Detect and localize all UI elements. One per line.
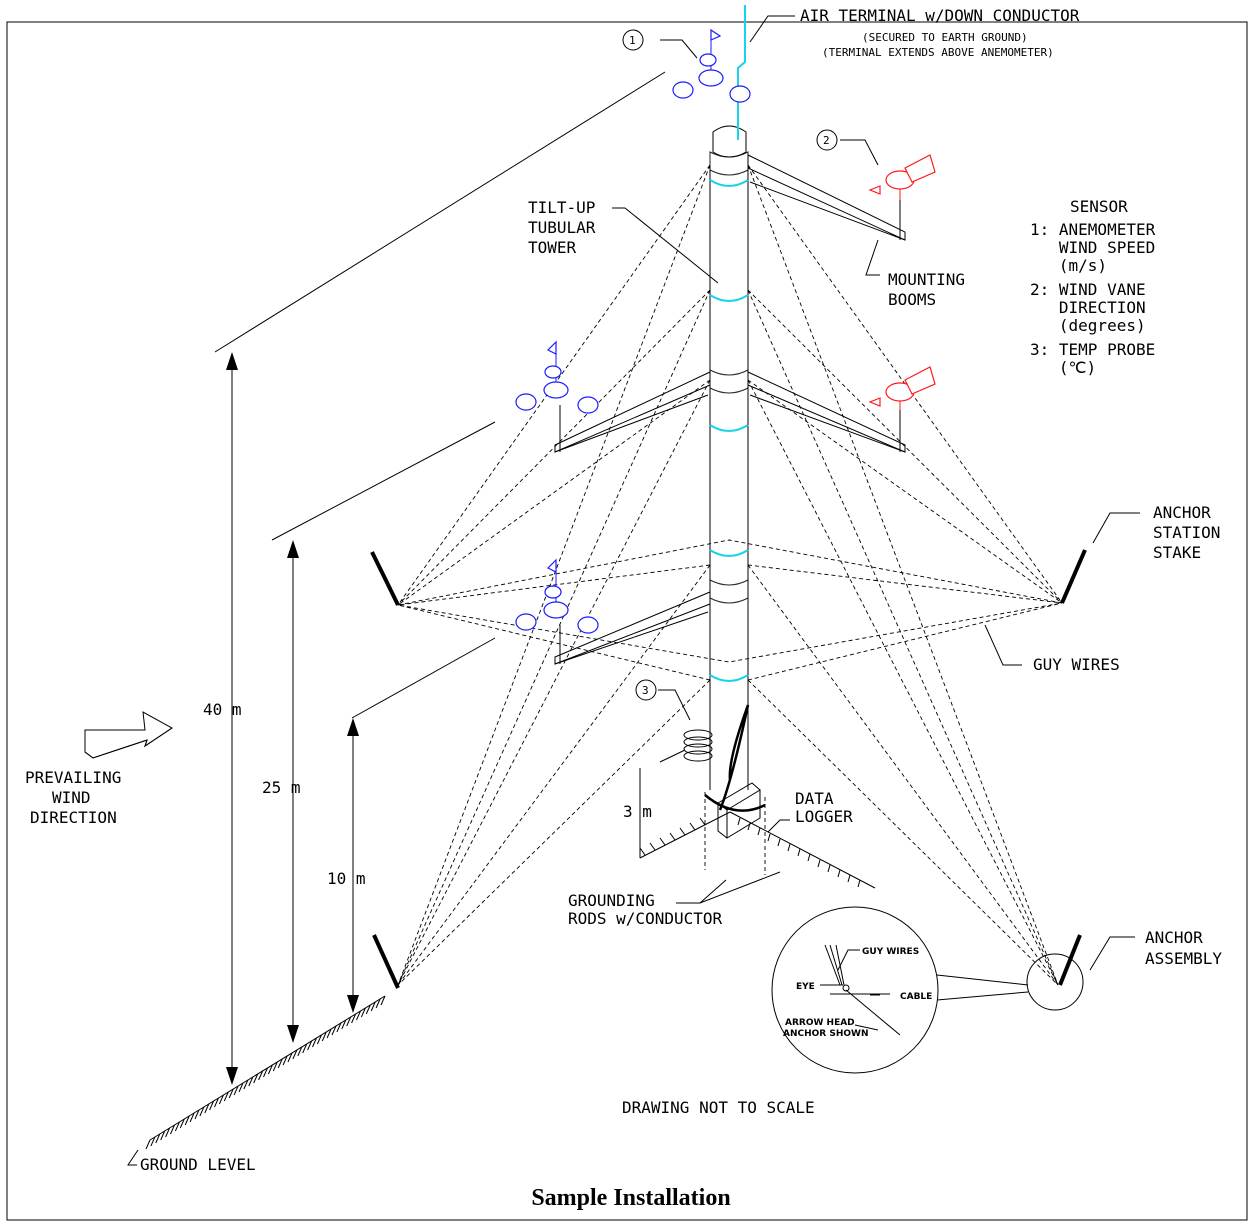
legend-line: 3: TEMP PROBE (1030, 340, 1155, 359)
callout-markers (622, 29, 838, 701)
tilt-up-tower (709, 125, 749, 790)
data-logger (717, 782, 761, 839)
wind-vane-mid (868, 366, 936, 410)
detail-arrow-2: ANCHOR SHOWN (783, 1029, 868, 1039)
air-terminal-note-2: (TERMINAL EXTENDS ABOVE ANEMOMETER) (822, 46, 1054, 59)
wind-vane-top (868, 154, 936, 200)
legend-line: (℃) (1030, 358, 1096, 377)
detail-cable: CABLE (900, 992, 932, 1002)
air-terminal-label: AIR TERMINAL w/DOWN CONDUCTOR (800, 6, 1080, 25)
callout-3: 3 (642, 684, 649, 697)
grounding-label-2: RODS w/CONDUCTOR (568, 909, 722, 928)
figure-title: Sample Installation (531, 1185, 730, 1211)
tower-label-1: TILT-UP (528, 198, 595, 217)
guy-wires-label: GUY WIRES (1033, 655, 1120, 674)
tower-label-2: TUBULAR (528, 218, 596, 237)
dimension-25m: 25 m (262, 778, 301, 797)
wind-arrow-icon (84, 711, 173, 759)
callout-2: 2 (823, 134, 830, 147)
anchor-station-label-1: ANCHOR (1153, 503, 1211, 522)
leaders (127, 15, 1140, 1166)
dimension-40m: 40 m (203, 700, 242, 719)
anemometer-mid (515, 340, 599, 414)
detail-guy-wires: GUY WIRES (862, 947, 919, 957)
anemometer-low (515, 558, 599, 634)
booms-label-1: MOUNTING (888, 270, 965, 289)
legend-line: DIRECTION (1030, 298, 1146, 317)
legend-line: (m/s) (1030, 256, 1107, 275)
anemometer-top (672, 28, 751, 103)
detail-circle (771, 906, 939, 1074)
not-to-scale-note: DRAWING NOT TO SCALE (622, 1098, 815, 1117)
anchor-assembly-circle (1026, 953, 1084, 1011)
legend-line: WIND SPEED (1030, 238, 1155, 257)
dimension-lines (214, 71, 686, 1080)
legend-line: (degrees) (1030, 316, 1146, 335)
air-terminal-note-1: (SECURED TO EARTH GROUND) (862, 31, 1028, 44)
temp-probe (683, 729, 713, 762)
hatch-local (639, 817, 861, 888)
anchor-stakes (370, 549, 1087, 989)
legend-line: 2: WIND VANE (1030, 280, 1146, 299)
legend-line: 1: ANEMOMETER (1030, 220, 1156, 239)
detail-arrow-1: ARROW HEAD (785, 1018, 855, 1028)
sensor-legend-title: SENSOR (1070, 197, 1128, 216)
prevailing-label-3: DIRECTION (30, 808, 117, 827)
sensor-legend: 1: ANEMOMETER WIND SPEED (m/s) 2: WIND V… (1030, 220, 1156, 377)
grounding-rods (704, 792, 766, 875)
anchor-station-label-2: STATION (1153, 523, 1220, 542)
ground-conductor (704, 794, 766, 812)
dimension-10m: 10 m (327, 869, 366, 888)
prevailing-label-1: PREVAILING (25, 768, 121, 787)
anchor-assembly-label-2: ASSEMBLY (1145, 949, 1222, 968)
tower-label-3: TOWER (528, 238, 577, 257)
grounding-label-1: GROUNDING (568, 891, 655, 910)
data-logger-label-1: DATA (795, 789, 834, 808)
detail-eye: EYE (796, 982, 815, 992)
callout-1: 1 (629, 34, 636, 47)
booms-label-2: BOOMS (888, 290, 936, 309)
data-logger-label-2: LOGGER (795, 807, 853, 826)
hatch-main (145, 995, 386, 1150)
air-terminal (737, 5, 746, 140)
mounting-booms (554, 154, 906, 665)
logger-cable (718, 704, 750, 811)
detail-view (824, 944, 901, 1036)
dimension-3m: 3 m (623, 802, 652, 821)
prevailing-label-2: WIND (52, 788, 91, 807)
drawing-frame (6, 21, 1248, 1221)
ground-level-label: GROUND LEVEL (140, 1155, 256, 1174)
detail-connector (936, 974, 1029, 1001)
anchor-station-label-3: STAKE (1153, 543, 1201, 562)
anchor-assembly-label-1: ANCHOR (1145, 928, 1203, 947)
